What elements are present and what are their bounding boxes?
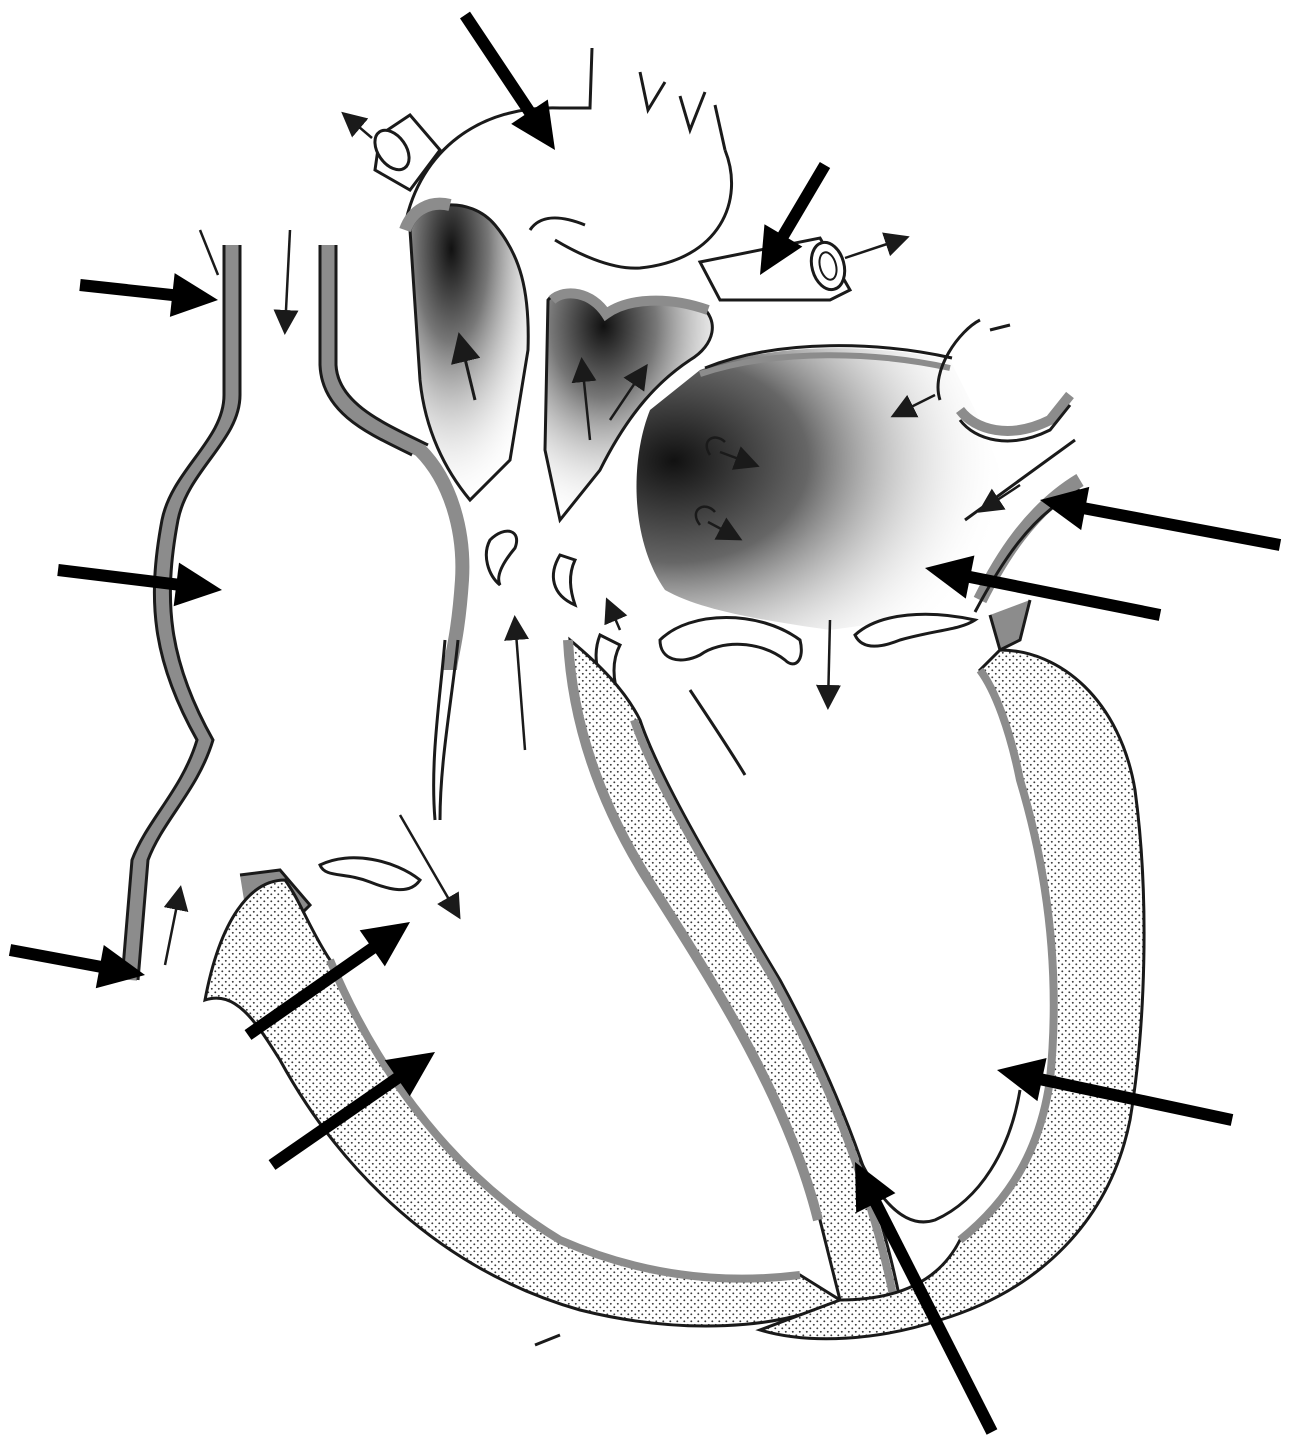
pointer-arrow-superior-vena-cava-shaft (80, 285, 176, 295)
pointer-arrow-aortic-arch-shaft (465, 15, 532, 115)
pointer-arrow-pulmonary-artery-shaft (781, 165, 825, 239)
pointer-arrow-aortic-arch (465, 15, 555, 150)
pulmonary-artery-right-stub (700, 238, 905, 300)
pointer-arrow-right-atrium-head (174, 563, 222, 607)
pointer-arrow-superior-vena-cava (80, 273, 218, 317)
right-atrium-outer-wall (122, 230, 290, 980)
pointer-arrow-left-ventricle-head (997, 1058, 1047, 1101)
pointer-arrow-pulmonary-veins-shaft (1081, 508, 1280, 545)
pointer-arrow-superior-vena-cava-head (170, 273, 218, 317)
pointer-arrow-inferior-vena-cava-shaft (10, 950, 104, 967)
pointer-arrow-pulmonary-veins (1040, 487, 1280, 545)
pointer-arrow-left-atrium-shaft (966, 576, 1160, 615)
pointer-arrow-tricuspid-valve-head (360, 922, 410, 966)
pointer-arrow-right-atrium (58, 563, 222, 607)
pulmonary-artery-left-stub (345, 115, 440, 190)
